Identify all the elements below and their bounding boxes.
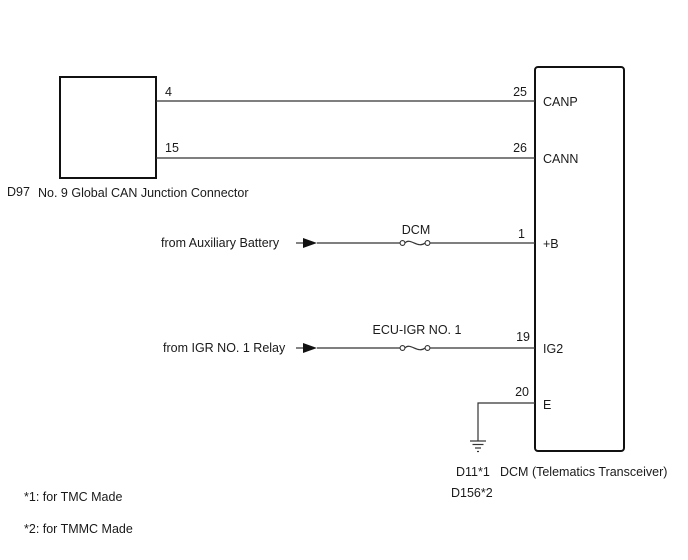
- jc-pin-cann: 15: [165, 141, 179, 155]
- ground-circuit: [470, 402, 535, 453]
- dcm-pin-ig2-label: IG2: [543, 342, 563, 356]
- fuse-ecu-igr-icon: [404, 345, 426, 351]
- aux-battery-circuit: [296, 238, 535, 248]
- dcm-box: [534, 66, 625, 452]
- jc-code: D97: [7, 185, 30, 199]
- igr-relay-circuit: [296, 343, 535, 353]
- note-tmc: *1: for TMC Made: [24, 490, 122, 504]
- fuse-dcm-label: DCM: [402, 223, 430, 237]
- junction-connector-box: [59, 76, 157, 179]
- dcm-pin-e-label: E: [543, 398, 551, 412]
- note-tmmc: *2: for TMMC Made: [24, 522, 133, 536]
- dcm-pin-b-number: 1: [518, 227, 525, 241]
- dcm-pin-canp-number: 25: [513, 85, 527, 99]
- dcm-code-tmc: D11*1: [456, 465, 490, 479]
- dcm-pin-cann-label: CANN: [543, 152, 578, 166]
- ground-icon: [470, 440, 486, 453]
- dcm-pin-e-number: 20: [515, 385, 529, 399]
- dcm-name: DCM (Telematics Transceiver): [500, 465, 667, 479]
- dcm-pin-cann-number: 26: [513, 141, 527, 155]
- fuse-ecu-igr-label: ECU-IGR NO. 1: [373, 323, 462, 337]
- arrow-icon: [303, 238, 317, 248]
- dcm-code-tmmc: D156*2: [451, 486, 493, 500]
- dcm-pin-canp-label: CANP: [543, 95, 578, 109]
- jc-pin-canp: 4: [165, 85, 172, 99]
- fuse-dcm-icon: [404, 240, 426, 246]
- source-aux-battery: from Auxiliary Battery: [161, 236, 280, 250]
- source-igr-relay: from IGR NO. 1 Relay: [163, 341, 286, 355]
- dcm-pin-ig2-number: 19: [516, 330, 530, 344]
- arrow-icon: [303, 343, 317, 353]
- jc-name: No. 9 Global CAN Junction Connector: [38, 186, 249, 200]
- dcm-pin-b-label: +B: [543, 237, 559, 251]
